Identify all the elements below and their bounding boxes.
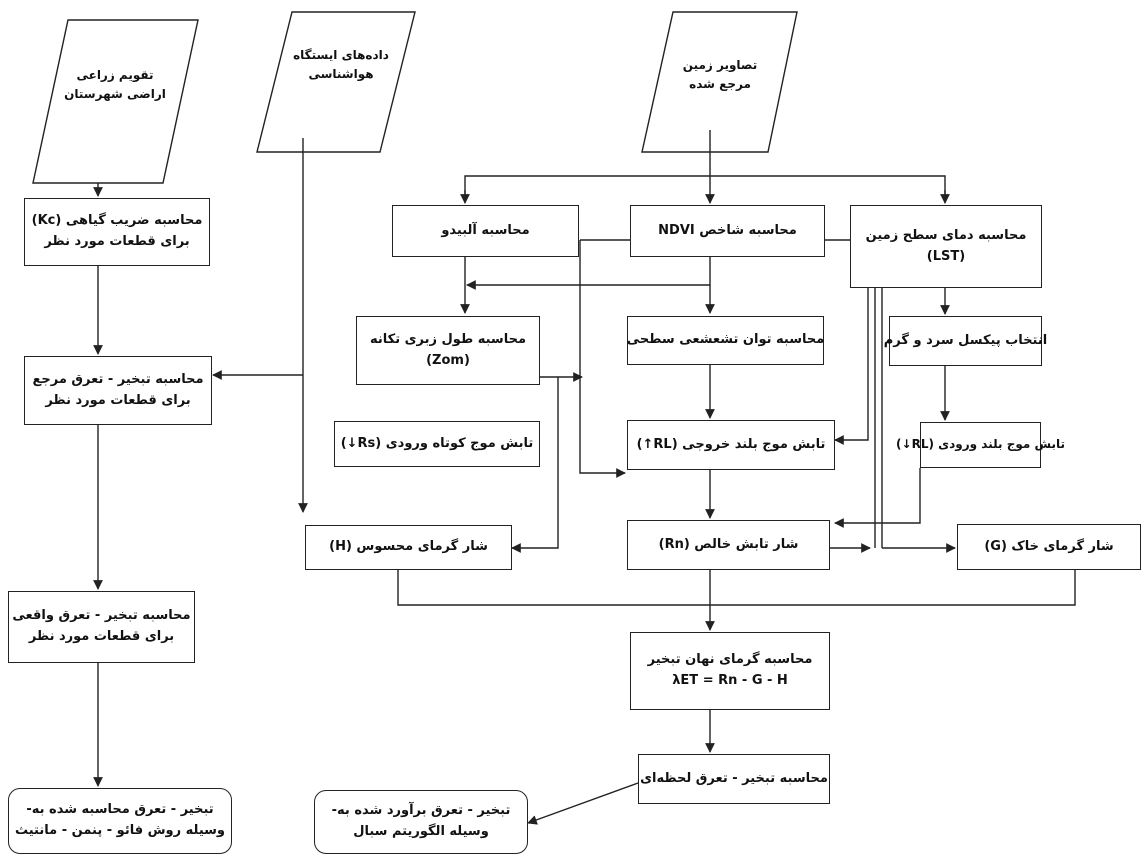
line-rlin-to-rn xyxy=(834,468,921,528)
zom-line1: محاسبه طول زبری تکانه xyxy=(370,331,526,347)
latent-heat-box: محاسبه گرمای نهان تبخیر λET = Rn - G - H xyxy=(630,632,830,710)
et-actual-line1: محاسبه تبخیر - تعرق واقعی xyxy=(12,608,191,624)
crop-calendar-line1: تقویم زراعی xyxy=(76,67,154,82)
met-data-input: داده‌های ایستگاه هواشناسی xyxy=(282,30,400,100)
land-images-line2: مرجع شده xyxy=(689,77,751,91)
shortwave-incoming-box: تابش موج کوتاه ورودی (Rs↓) xyxy=(334,421,540,467)
arrow-instant-to-sebal xyxy=(527,782,639,825)
ndvi-box: محاسبه شاخص NDVI xyxy=(630,205,825,257)
et-fao-line1: تبخیر - تعرق محاسبه شده به- xyxy=(26,802,214,818)
et-reference-line2: برای قطعات مورد نظر xyxy=(45,392,191,408)
met-data-shape xyxy=(256,11,416,153)
et-actual-box: محاسبه تبخیر - تعرق واقعی برای قطعات مور… xyxy=(8,591,195,663)
crop-calendar-line2: اراضی شهرستان xyxy=(64,87,166,101)
et-reference-box: محاسبه تبخیر - تعرق مرجع برای قطعات مورد… xyxy=(24,356,212,425)
line-merge-h-g xyxy=(397,570,1076,606)
albedo-label: محاسبه آلبیدو xyxy=(441,222,530,238)
lst-line1: محاسبه دمای سطح زمین xyxy=(865,227,1027,243)
instant-et-label: محاسبه تبخیر - تعرق لحظه‌ای xyxy=(640,770,828,786)
lst-line2: (LST) xyxy=(926,248,966,264)
soil-heat-label: شار گرمای خاک (G) xyxy=(984,538,1114,554)
shortwave-incoming-label: تابش موج کوتاه ورودی (Rs↓) xyxy=(340,435,534,451)
met-data-line1: داده‌های ایستگاه xyxy=(293,47,389,62)
crop-calendar-shape xyxy=(32,19,199,184)
land-images-shape xyxy=(641,11,798,153)
soil-heat-box: شار گرمای خاک (G) xyxy=(957,524,1141,570)
net-radiation-box: شار تابش خالص (Rn) xyxy=(627,520,830,570)
hot-cold-pixel-box: انتخاب پیکسل سرد و گرم xyxy=(884,316,1047,366)
latent-heat-line1: محاسبه گرمای نهان تبخیر xyxy=(647,652,813,668)
hot-cold-label: انتخاب پیکسل سرد و گرم xyxy=(883,332,1048,348)
albedo-box: محاسبه آلبیدو xyxy=(392,205,579,257)
zom-box: محاسبه طول زبری تکانه (Zom) xyxy=(356,316,540,385)
lst-box: محاسبه دمای سطح زمین (LST) xyxy=(850,205,1042,288)
kc-box: محاسبه ضریب گیاهی (Kc) برای قطعات مورد ن… xyxy=(24,198,210,266)
sebal-et-line1: تبخیر - تعرق برآورد شده به- xyxy=(331,803,511,819)
sebal-et-line2: وسیله الگوریتم سبال xyxy=(353,824,489,839)
longwave-outgoing-label: تابش موج بلند خروجی (RL↑) xyxy=(636,436,826,452)
et-reference-line1: محاسبه تبخیر - تعرق مرجع xyxy=(32,371,204,387)
longwave-incoming-label: تابش موج بلند ورودی (RL↓) xyxy=(896,437,1065,452)
sensible-heat-box: شار گرمای محسوس (H) xyxy=(305,525,512,570)
et-fao-result-box: تبخیر - تعرق محاسبه شده به- وسیله روش فا… xyxy=(8,788,232,854)
line-zom-to-sensible xyxy=(511,377,559,553)
kc-line2: برای قطعات مورد نظر xyxy=(44,234,190,249)
line-albedo-to-rlout xyxy=(579,240,626,478)
et-actual-line2: برای قطعات مورد نظر xyxy=(28,629,175,644)
land-images-line1: تصاویر زمین xyxy=(682,57,758,72)
kc-line1: محاسبه ضریب گیاهی (Kc) xyxy=(31,213,203,229)
ndvi-label: محاسبه شاخص NDVI xyxy=(658,222,797,238)
longwave-outgoing-box: تابش موج بلند خروجی (RL↑) xyxy=(627,420,835,470)
emissivity-box: محاسبه توان تشعشعی سطحی xyxy=(627,316,824,365)
net-radiation-label: شار تابش خالص (Rn) xyxy=(658,536,799,552)
zom-line2: (Zom) xyxy=(426,352,470,368)
emissivity-label: محاسبه توان تشعشعی سطحی xyxy=(626,332,825,348)
latent-heat-formula: λET = Rn - G - H xyxy=(672,673,788,688)
instant-et-box: محاسبه تبخیر - تعرق لحظه‌ای xyxy=(638,754,830,804)
longwave-incoming-box: تابش موج بلند ورودی (RL↓) xyxy=(896,422,1065,468)
crop-calendar-input: تقویم زراعی اراضی شهرستان xyxy=(60,50,170,120)
sensible-heat-label: شار گرمای محسوس (H) xyxy=(329,539,488,555)
sebal-et-result-box: تبخیر - تعرق برآورد شده به- وسیله الگوری… xyxy=(314,790,528,854)
met-data-line2: هواشناسی xyxy=(308,67,374,81)
et-fao-line2: وسیله روش فائو - پنمن - مانتیث xyxy=(14,823,226,838)
line-lst-to-rlout xyxy=(834,248,869,445)
land-images-input: تصاویر زمین مرجع شده xyxy=(660,40,780,110)
line-images-top-bus xyxy=(464,175,946,200)
